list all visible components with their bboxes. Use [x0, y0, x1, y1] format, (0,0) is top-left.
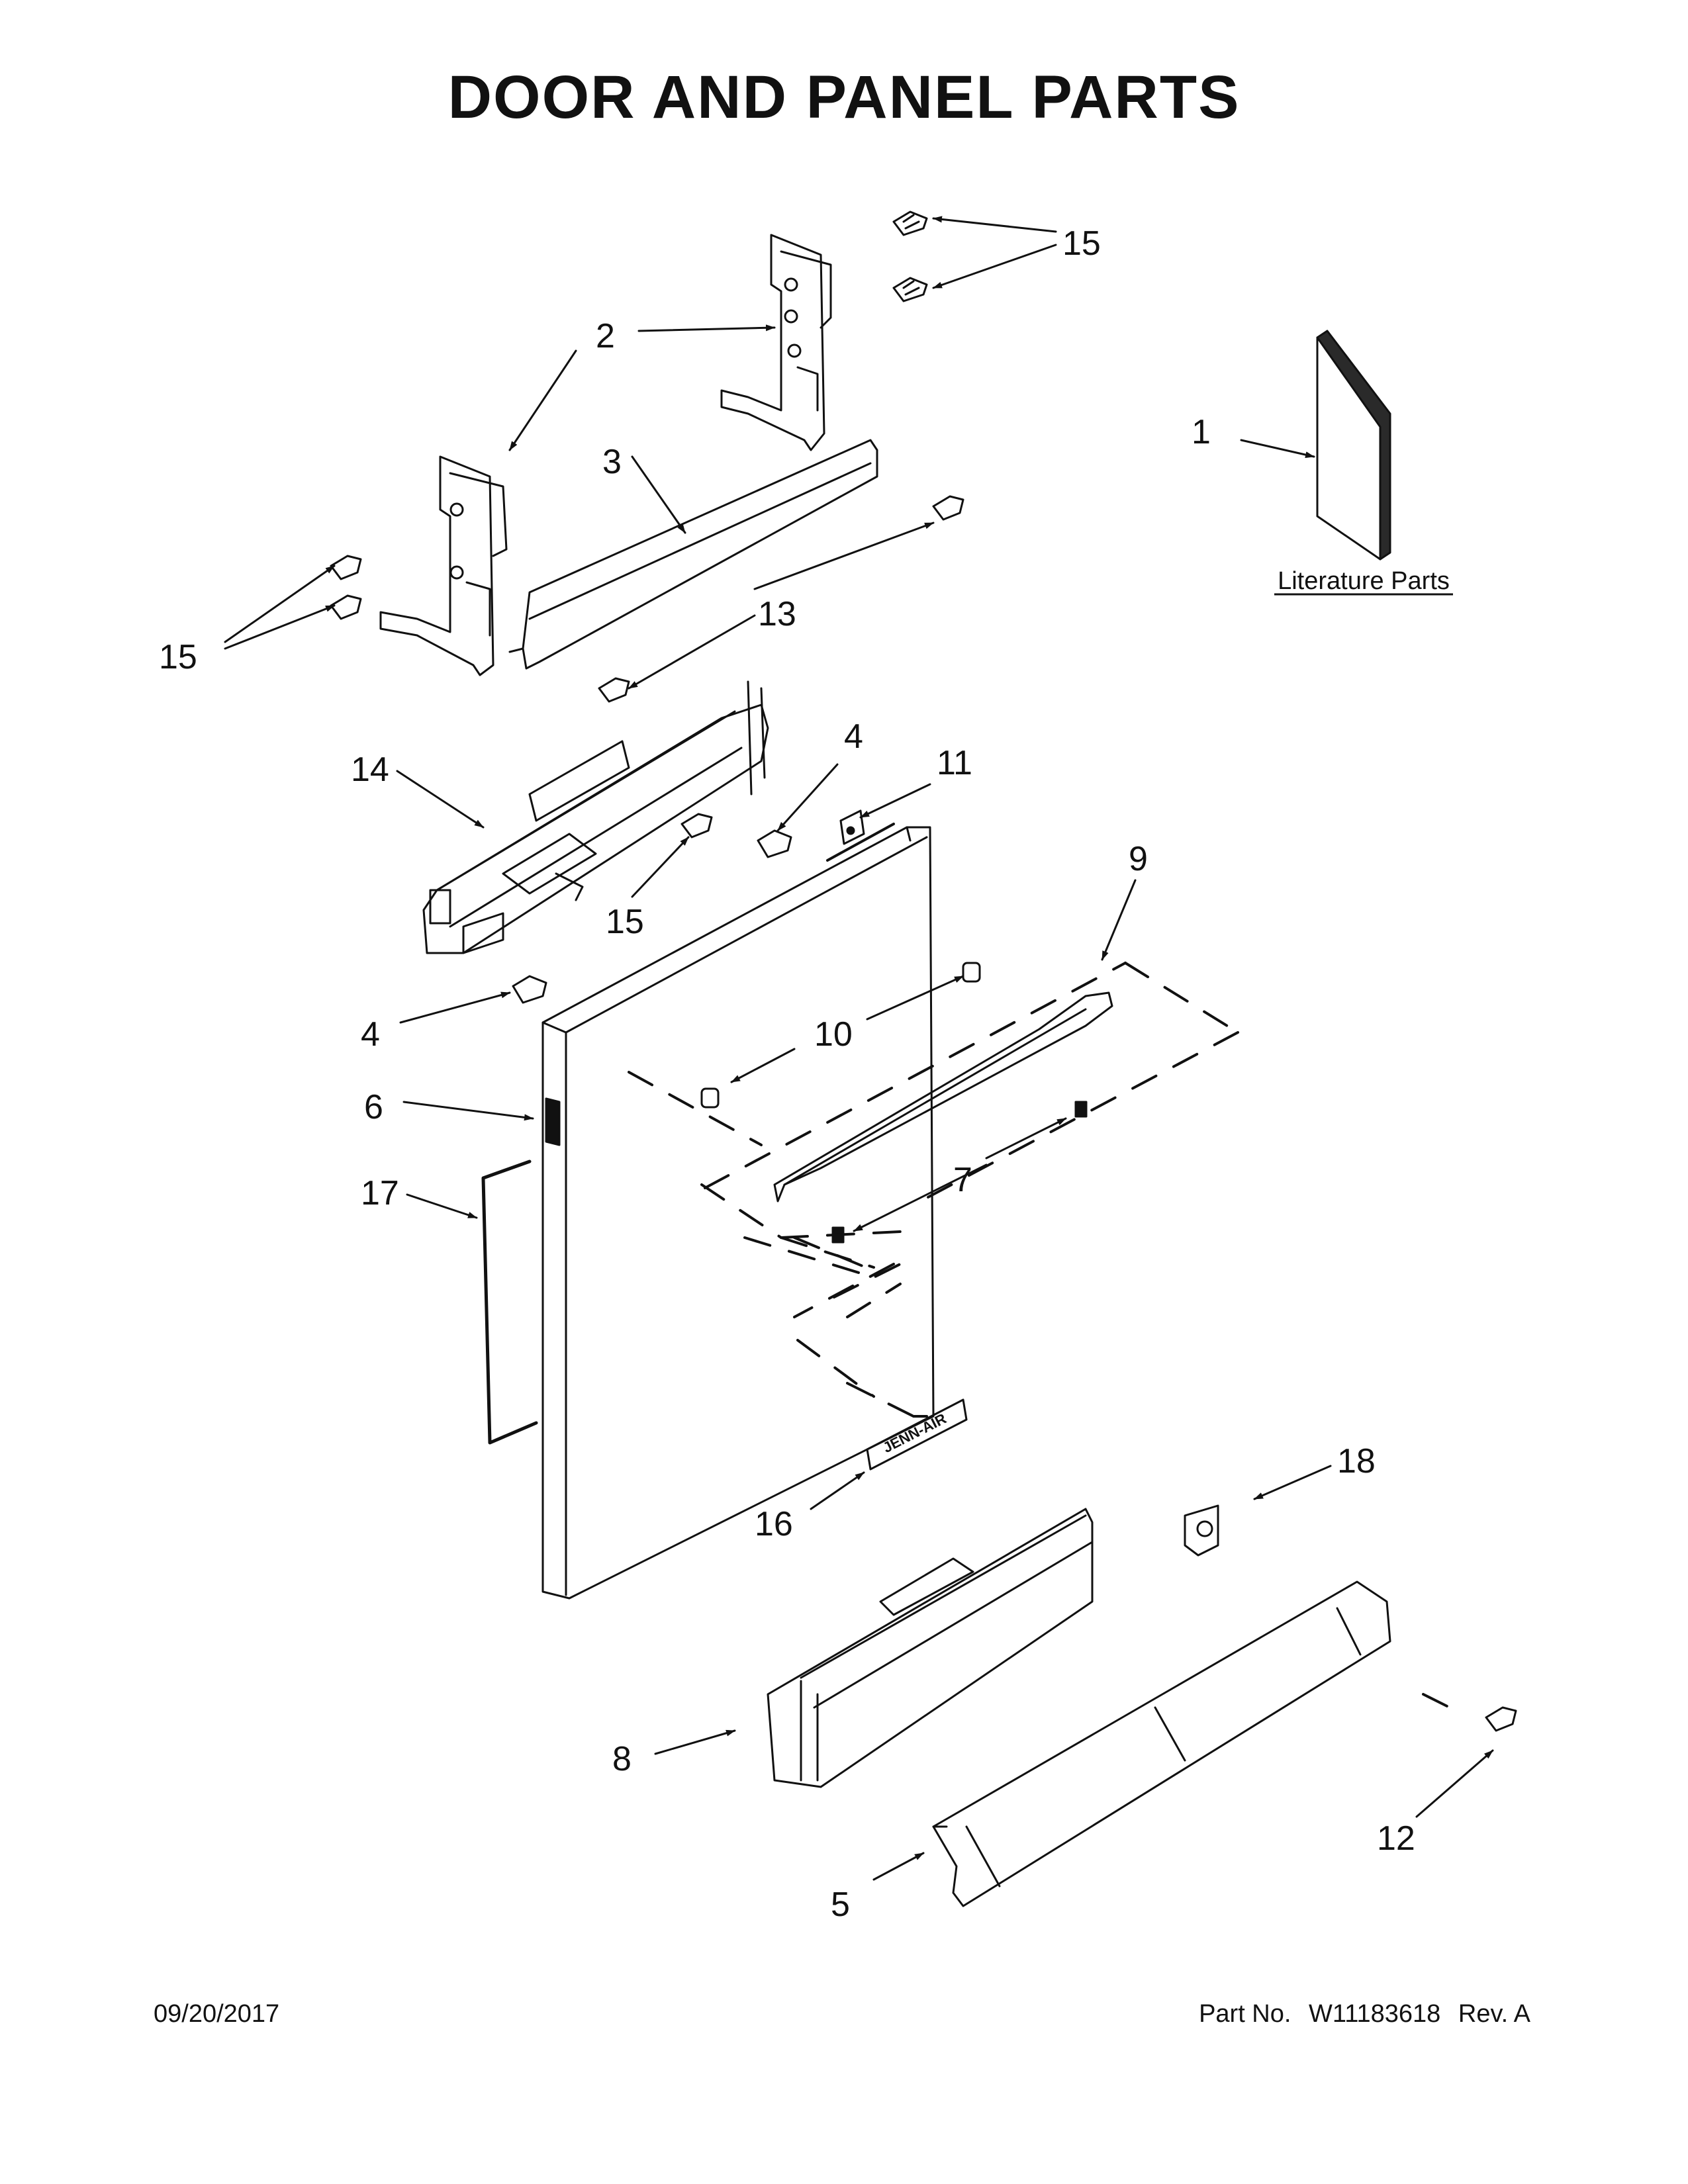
- vent-slots: [545, 1097, 561, 1146]
- screw-15-mid: [680, 813, 713, 839]
- spacer-10-lower: [700, 1087, 720, 1109]
- callout-c1: 1: [1192, 413, 1211, 451]
- callout-c6: 6: [364, 1088, 383, 1126]
- callout-c15b: 15: [159, 638, 197, 676]
- screw-15-top-a: [892, 210, 928, 236]
- callout-c3: 3: [602, 443, 622, 481]
- callout-c9: 9: [1129, 840, 1148, 878]
- door-gasket: [481, 1160, 538, 1445]
- screw-13-upper: [932, 495, 964, 521]
- hinge-bracket-left: [379, 455, 508, 676]
- callout-c15c: 15: [606, 903, 644, 941]
- callout-c2: 2: [596, 317, 615, 355]
- page-title: DOOR AND PANEL PARTS: [447, 64, 1241, 131]
- callout-c18: 18: [1337, 1442, 1376, 1480]
- door-panel: [541, 826, 935, 1600]
- callout-c8: 8: [612, 1740, 632, 1778]
- toe-panel: [932, 1580, 1391, 1907]
- screw-4-lower: [512, 975, 547, 1004]
- control-console: [422, 680, 769, 954]
- callout-c4b: 4: [361, 1015, 380, 1054]
- hinge-bracket-right: [720, 234, 832, 451]
- mounting-clip: [1184, 1504, 1219, 1557]
- leader-lines: [224, 216, 1494, 1881]
- set-screw-7-right: [1074, 1101, 1088, 1118]
- callout-c15a: 15: [1062, 224, 1101, 263]
- callout-c4a: 4: [844, 717, 863, 756]
- screw-12: [1485, 1706, 1517, 1732]
- callout-labels: 15 2 1 3 15 13 14 4 11 15 9 4 10 6 17 7 …: [159, 224, 1415, 1924]
- screw-15-left-b: [330, 594, 362, 620]
- callout-c10: 10: [814, 1015, 853, 1054]
- callout-c7: 7: [953, 1161, 972, 1199]
- callout-c14: 14: [351, 751, 389, 789]
- kickplate-block: [767, 1508, 1094, 1788]
- callout-c12: 12: [1377, 1819, 1415, 1858]
- spacer-10-upper: [962, 962, 981, 983]
- door-handle: [773, 991, 1113, 1203]
- svg-text:Literature Parts: Literature Parts: [1278, 567, 1450, 595]
- callout-c16: 16: [755, 1505, 793, 1543]
- screw-13-lower: [598, 677, 630, 703]
- screw-15-left-a: [330, 555, 362, 580]
- assembly-lines: [628, 823, 1464, 1715]
- screw-4-upper: [757, 829, 792, 858]
- part-number: W11183618: [1309, 2000, 1441, 2028]
- footer-date: 09/20/2017: [154, 2000, 280, 2028]
- screw-15-top-b: [892, 277, 928, 302]
- callout-c13: 13: [758, 595, 796, 633]
- callout-c11: 11: [937, 744, 972, 782]
- brand-badge: [866, 1398, 968, 1471]
- literature-booklet: [1316, 330, 1391, 561]
- literature-parts-label: Literature Parts: [1274, 567, 1453, 596]
- callout-c5: 5: [831, 1886, 850, 1924]
- callout-c17: 17: [361, 1174, 399, 1212]
- revision: Rev. A: [1458, 2000, 1530, 2028]
- footer-part-number: Part No. W11183618 Rev. A: [1199, 2000, 1530, 2028]
- door-strip: [508, 439, 878, 670]
- part-prefix: Part No.: [1199, 2000, 1291, 2028]
- small-clip: [839, 809, 865, 845]
